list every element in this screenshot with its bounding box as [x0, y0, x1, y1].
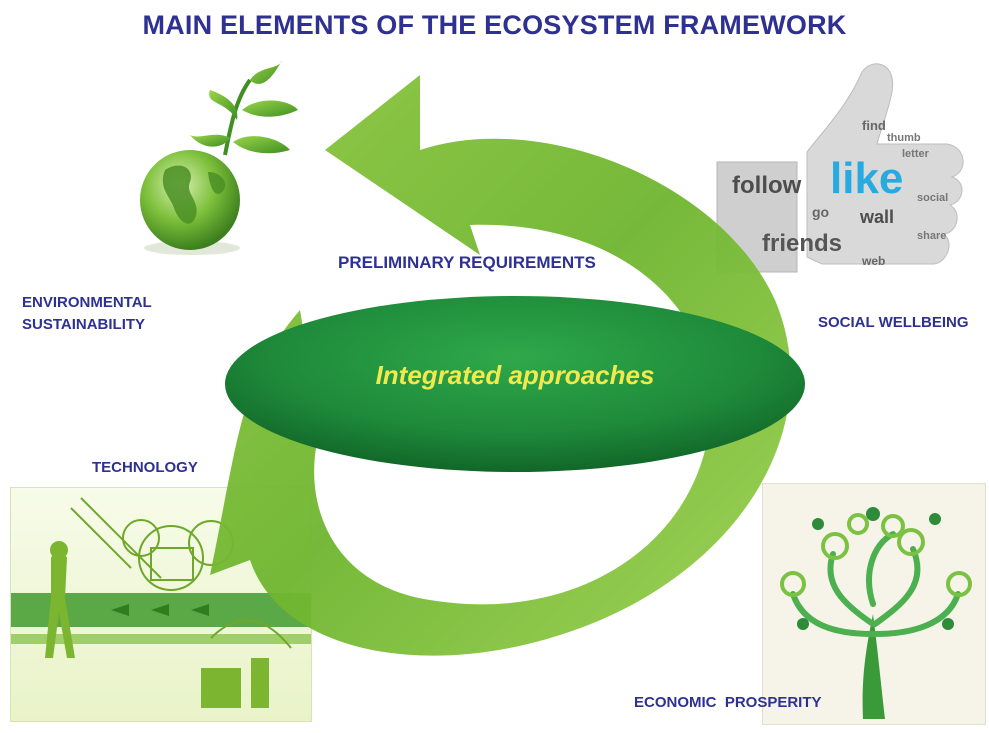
label-environmental-line1: ENVIRONMENTAL [22, 294, 152, 311]
social-word-social: social [917, 192, 949, 204]
social-word-like: like [830, 154, 904, 203]
social-word-wall: wall [860, 207, 895, 227]
integrated-approaches-ellipse [225, 296, 805, 472]
page-title: MAIN ELEMENTS OF THE ECOSYSTEM FRAMEWORK [142, 10, 847, 40]
label-economic-prosperity: ECONOMIC PROSPERITY [634, 694, 822, 711]
social-word-follow: follow [732, 172, 802, 199]
label-environmental-line2: SUSTAINABILITY [22, 316, 146, 333]
social-word-find: find [862, 118, 886, 133]
green-tree-icon [780, 507, 972, 719]
social-word-thumb: thumb [887, 132, 921, 144]
environmental-image [130, 60, 340, 260]
center-label: Integrated approaches [375, 360, 655, 390]
label-environmental-sustainability: ENVIRONMENTAL SUSTAINABILITY [22, 292, 152, 336]
earth-globe-with-sprout-icon [140, 60, 298, 255]
economic-image [762, 483, 986, 725]
label-preliminary-requirements: PRELIMINARY REQUIREMENTS [338, 253, 596, 272]
label-technology: TECHNOLOGY [92, 459, 198, 476]
social-word-friends: friends [762, 230, 843, 257]
social-word-web: web [862, 254, 886, 268]
social-word-share: share [917, 230, 947, 242]
social-image: follow like friends wall find web go thu… [712, 52, 972, 287]
social-word-letter: letter [902, 148, 929, 160]
label-social-wellbeing: SOCIAL WELLBEING [818, 314, 969, 331]
social-word-go: go [812, 204, 830, 220]
